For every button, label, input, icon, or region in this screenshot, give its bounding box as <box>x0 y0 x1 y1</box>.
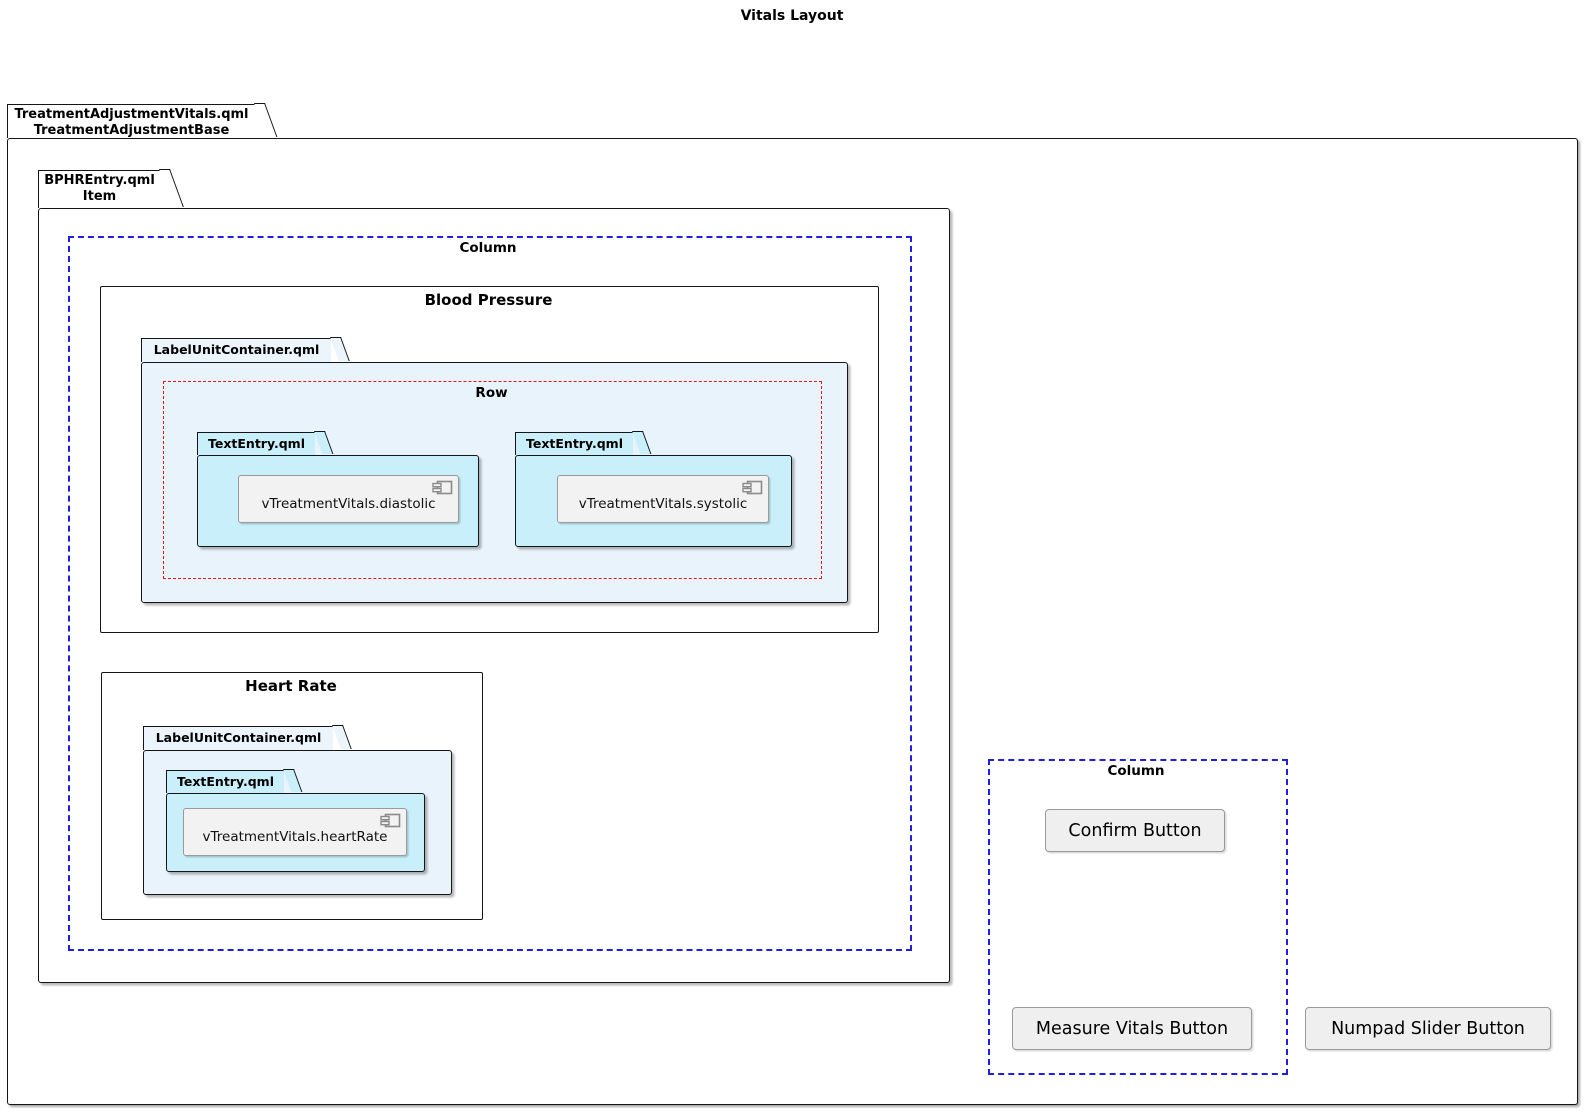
folder-labelunitcontainer-bp-tab: LabelUnitContainer.qml <box>141 338 331 362</box>
component-systolic-label: vTreatmentVitals.systolic <box>578 496 748 512</box>
bphrentry-tab-line1: BPHREntry.qml <box>44 173 155 188</box>
textentry-diastolic-tab-label: TextEntry.qml <box>208 436 305 451</box>
left-column-container <box>68 236 912 951</box>
folder-textentry-heartrate-tab: TextEntry.qml <box>166 770 284 793</box>
package-treatment-adjustment-vitals-tab: TreatmentAdjustmentVitals.qml TreatmentA… <box>7 104 255 138</box>
component-icon <box>431 480 453 500</box>
component-systolic: vTreatmentVitals.systolic <box>557 475 769 523</box>
confirm-button: Confirm Button <box>1045 809 1225 852</box>
folder-textentry-systolic-tab: TextEntry.qml <box>515 432 633 455</box>
labelunitcontainer-hr-tab-label: LabelUnitContainer.qml <box>155 730 322 745</box>
row-label: Row <box>475 385 508 401</box>
bphrentry-tab-line2: Item <box>82 189 117 204</box>
heart-rate-title: Heart Rate <box>245 677 337 695</box>
right-column-container <box>988 759 1288 1075</box>
labelunitcontainer-bp-tab-label: LabelUnitContainer.qml <box>153 342 320 357</box>
folder-labelunitcontainer-hr-tab: LabelUnitContainer.qml <box>143 726 333 750</box>
page-title: Vitals Layout <box>740 8 844 24</box>
package-tab-line1: TreatmentAdjustmentVitals.qml <box>14 107 249 122</box>
textentry-systolic-tab-label: TextEntry.qml <box>526 436 623 451</box>
measure-vitals-button: Measure Vitals Button <box>1012 1007 1252 1050</box>
component-heartrate-label: vTreatmentVitals.heartRate <box>202 829 388 845</box>
package-tab-line2: TreatmentAdjustmentBase <box>33 123 230 138</box>
right-column-label: Column <box>1107 763 1165 779</box>
folder-bphrentry-tab: BPHREntry.qml Item <box>38 170 160 208</box>
textentry-heartrate-tab-label: TextEntry.qml <box>177 774 274 789</box>
blood-pressure-title: Blood Pressure <box>424 291 553 309</box>
component-icon <box>379 813 401 833</box>
component-icon <box>741 480 763 500</box>
component-diastolic-label: vTreatmentVitals.diastolic <box>261 496 436 512</box>
row-container <box>163 381 822 579</box>
component-diastolic: vTreatmentVitals.diastolic <box>238 475 459 523</box>
component-heartrate: vTreatmentVitals.heartRate <box>183 808 407 856</box>
numpad-slider-button: Numpad Slider Button <box>1305 1007 1551 1050</box>
left-column-label: Column <box>459 240 517 256</box>
folder-textentry-diastolic-tab: TextEntry.qml <box>197 432 315 455</box>
